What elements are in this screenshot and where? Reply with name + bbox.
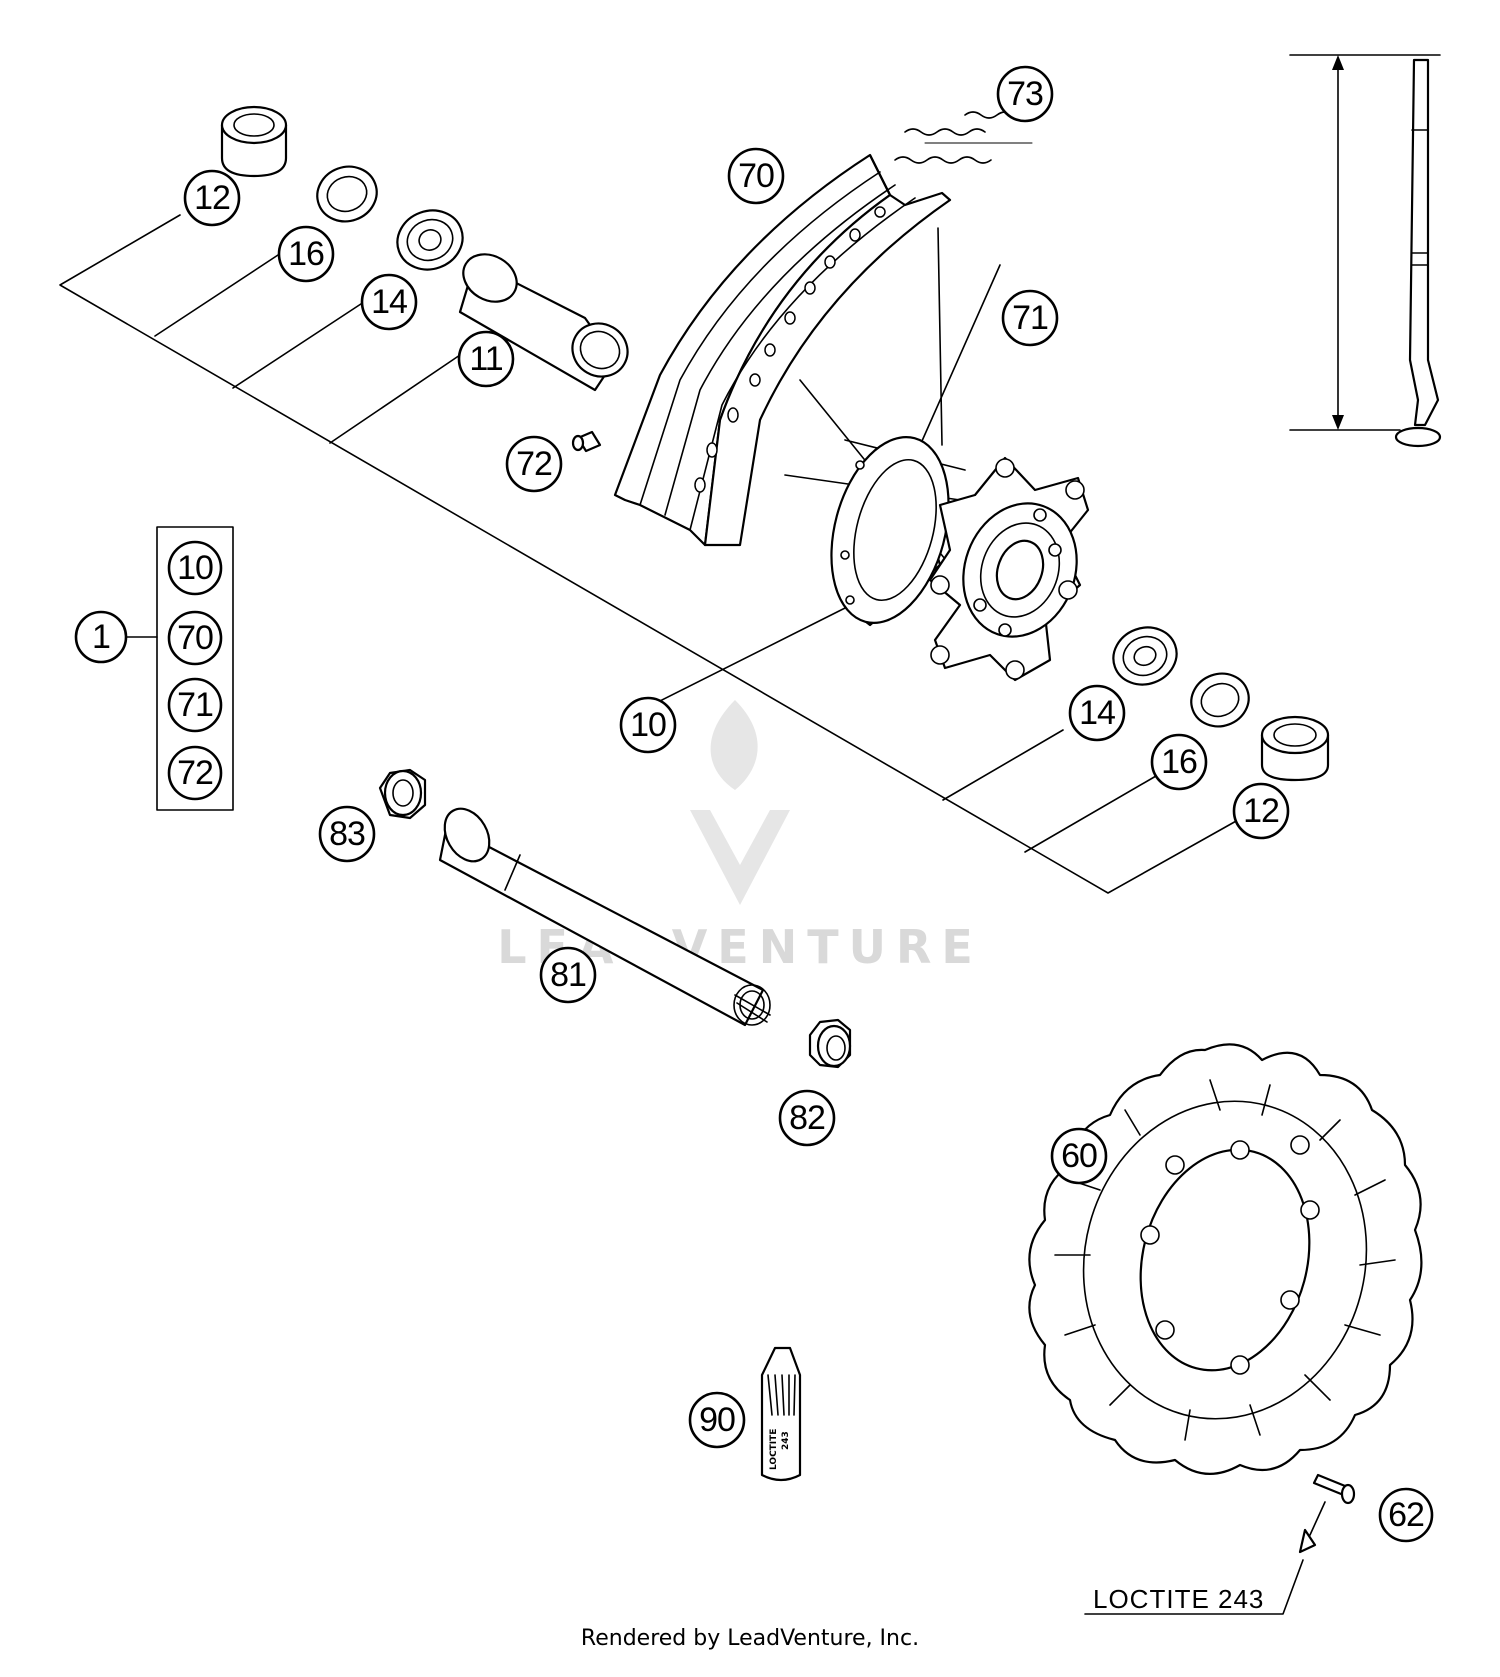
callout-73: 73 bbox=[996, 65, 1054, 123]
kit-item: 71 bbox=[167, 677, 223, 733]
kit-item-label: 71 bbox=[177, 686, 213, 724]
callout-label: 14 bbox=[371, 283, 407, 321]
watermark: LEADVENTURE bbox=[497, 700, 973, 974]
callout-label: 16 bbox=[288, 235, 324, 273]
callout-1: 1 bbox=[74, 610, 128, 664]
callout-label: 10 bbox=[630, 706, 666, 744]
callout-label: 83 bbox=[329, 815, 365, 853]
callout-60: 60 bbox=[1050, 1127, 1108, 1185]
callout-label: 73 bbox=[1007, 75, 1043, 113]
watermark-flame-icon bbox=[690, 700, 790, 905]
disc-vent-slots bbox=[1054, 1079, 1396, 1441]
hub-bolt-holes bbox=[840, 458, 1085, 680]
spacer-part-12-bottom bbox=[1260, 715, 1330, 782]
bearing-part-14-top bbox=[396, 209, 464, 271]
leader-lines bbox=[59, 142, 1239, 894]
callout-82: 82 bbox=[778, 1089, 836, 1147]
callout-label: 12 bbox=[194, 179, 230, 217]
callout-14: 14 bbox=[1068, 684, 1126, 742]
brake-disc-part-60 bbox=[1028, 1043, 1423, 1475]
nipple-part-72 bbox=[571, 430, 602, 453]
kit-item-label: 10 bbox=[177, 549, 213, 587]
callout-11: 11 bbox=[457, 330, 515, 388]
callout-62: 62 bbox=[1378, 1487, 1434, 1543]
callout-14: 14 bbox=[360, 273, 418, 331]
kit-item: 70 bbox=[167, 610, 223, 666]
render-credit-footer: Rendered by LeadVenture, Inc. bbox=[580, 1626, 920, 1651]
callout-16: 16 bbox=[277, 225, 335, 283]
callout-72: 72 bbox=[505, 435, 563, 493]
loctite-bottle-part-90: LOCTITE 243 bbox=[760, 1346, 802, 1482]
rim-spoke-holes bbox=[694, 206, 886, 493]
bolt-part-82 bbox=[808, 1018, 852, 1069]
spacer-tube-part-11 bbox=[458, 253, 629, 392]
bottle-label-line1: LOCTITE bbox=[769, 1429, 779, 1470]
callout-label: 1 bbox=[92, 618, 110, 656]
callout-label: 71 bbox=[1012, 299, 1048, 337]
callout-10: 10 bbox=[619, 696, 677, 754]
callout-16: 16 bbox=[1150, 733, 1208, 791]
bottle-label-line2: 243 bbox=[781, 1431, 791, 1450]
seal-part-16-bottom bbox=[1190, 672, 1250, 728]
callout-label: 14 bbox=[1079, 694, 1115, 732]
callout-70: 70 bbox=[727, 147, 785, 205]
spoke-dimension-detail bbox=[1289, 54, 1442, 448]
callout-label: 11 bbox=[469, 340, 502, 378]
kit-item-label: 72 bbox=[177, 754, 213, 792]
disc-bolt-holes bbox=[1140, 1135, 1320, 1375]
callout-71: 71 bbox=[1001, 289, 1059, 347]
callout-90: 90 bbox=[688, 1391, 746, 1449]
rim-part-70 bbox=[613, 153, 952, 547]
screw-part-62 bbox=[1084, 1473, 1356, 1615]
bearing-part-14-bottom bbox=[1112, 626, 1178, 686]
callout-label: 90 bbox=[699, 1401, 735, 1439]
rim-tape-part-73 bbox=[894, 111, 1030, 164]
callout-label: 70 bbox=[738, 157, 774, 195]
kit-item: 10 bbox=[167, 540, 223, 596]
spacer-part-12-top bbox=[220, 105, 288, 178]
callout-81: 81 bbox=[539, 946, 597, 1004]
nut-part-83 bbox=[378, 768, 427, 820]
callout-label: 60 bbox=[1061, 1137, 1097, 1175]
callout-label: 72 bbox=[516, 445, 552, 483]
callout-label: 16 bbox=[1161, 743, 1197, 781]
callout-12: 12 bbox=[1232, 782, 1290, 840]
loctite-label: LOCTITE 243 bbox=[1093, 1584, 1264, 1614]
kit-item-label: 70 bbox=[177, 619, 213, 657]
callout-12: 12 bbox=[183, 169, 241, 227]
seal-part-16-top bbox=[316, 165, 378, 223]
axle-part-81 bbox=[438, 807, 771, 1027]
hub-part-10 bbox=[830, 436, 1090, 682]
callout-label: 62 bbox=[1388, 1496, 1424, 1534]
callout-label: 81 bbox=[550, 956, 586, 994]
callout-83: 83 bbox=[318, 805, 376, 863]
kit-box: 10 70 71 72 bbox=[124, 526, 234, 811]
kit-item: 72 bbox=[167, 745, 223, 801]
callout-label: 82 bbox=[789, 1099, 825, 1137]
callout-label: 12 bbox=[1243, 792, 1279, 830]
